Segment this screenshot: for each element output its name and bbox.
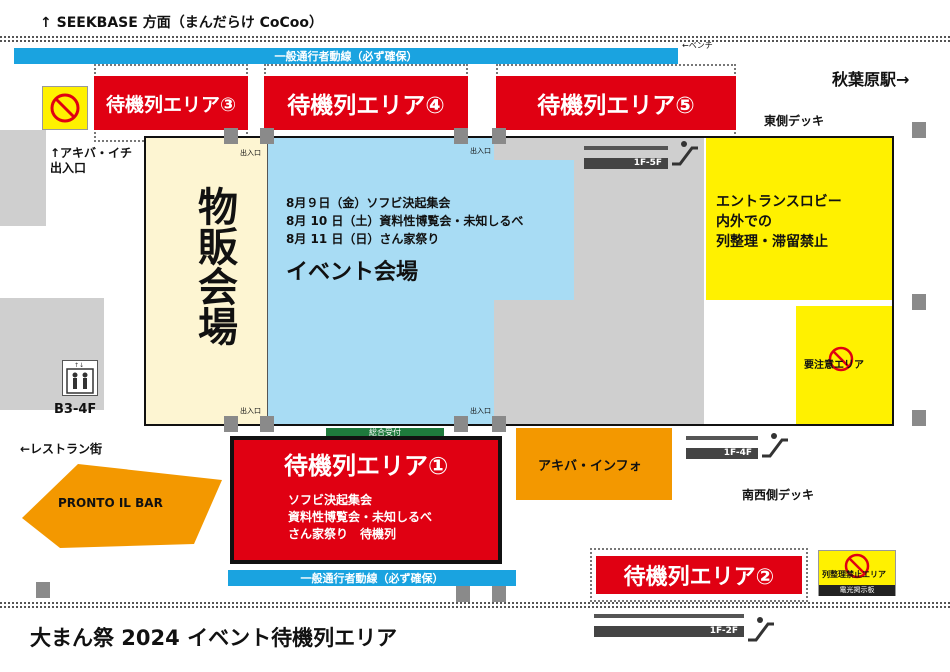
floor-label-1f-2f: 1F-2F xyxy=(594,626,744,637)
bottom-boundary-line xyxy=(0,602,950,604)
schedule-day-1: 8月９日（金）ソフビ決起集会 xyxy=(286,196,451,210)
wait-area-3: 待機列エリア③ xyxy=(94,76,248,130)
pillar xyxy=(454,416,468,432)
bench-label: ←ベンチ xyxy=(682,41,713,50)
escalator-icon-2 xyxy=(762,433,788,458)
wait-area-5: 待機列エリア⑤ xyxy=(496,76,736,130)
east-deck-label: 東側デッキ xyxy=(764,114,825,128)
general-reception: 総合受付 xyxy=(326,428,444,438)
elevator-floor: B3-4F xyxy=(54,402,97,417)
pillar xyxy=(224,416,238,432)
wait-area-1-line-1: ソフビ決起集会 xyxy=(288,493,373,507)
svg-text:↑↓: ↑↓ xyxy=(74,362,84,369)
pillar xyxy=(912,294,926,310)
wait-area-1-title: 待機列エリア① xyxy=(284,452,449,480)
pillar xyxy=(260,416,274,432)
pillar xyxy=(912,410,926,426)
pillar xyxy=(492,128,506,144)
pillar xyxy=(456,586,470,602)
escalator-rail-lower xyxy=(594,614,744,618)
elevator-sign: ↑↓ xyxy=(62,360,98,396)
wait-area-1-line-2: 資料性博覧会・未知しるべ xyxy=(288,510,433,524)
top-boundary-line-2 xyxy=(0,40,950,42)
floor-label-1f-5f: 1F-5F xyxy=(584,158,668,169)
wait-area-1-detail: ソフビ決起集会 資料性博覧会・未知しるべ さん家祭り 待機列 xyxy=(288,492,432,543)
entrance-lobby-text: エントランスロビー 内外での 列整理・滞留禁止 xyxy=(716,194,842,250)
escalator-rail-upper-2 xyxy=(686,436,758,440)
pronto-label: PRONTO IL BAR xyxy=(58,496,163,510)
entrance-top-mid: 出入口 xyxy=(470,147,491,155)
escalator-rail-upper xyxy=(584,146,668,150)
no-queue-sign-left xyxy=(42,86,88,130)
no-queue-area-sub: 電光掲示板 xyxy=(819,585,895,596)
wait-area-2: 待機列エリア② xyxy=(596,556,802,594)
event-hall-label: イベント会場 xyxy=(286,260,419,285)
bottom-pedestrian-lane: 一般通行者動線（必ず確保） xyxy=(228,570,516,586)
seekbase-direction: ↑ SEEKBASE 方面（まんだらけ CoCoo） xyxy=(40,15,323,31)
merch-hall-label: 物販会場 xyxy=(191,186,237,346)
bottom-boundary-line-2 xyxy=(0,606,950,608)
no-queue-prohibited-icon xyxy=(844,553,870,579)
akihabara-station-label: 秋葉原駅→ xyxy=(832,70,910,89)
no-queue-area-label: 列整理禁止エリア xyxy=(822,570,886,579)
floor-label-1f-4f: 1F-4F xyxy=(686,448,758,459)
left-building-top xyxy=(0,130,46,226)
pronto-shape xyxy=(22,464,222,548)
pillar xyxy=(912,122,926,138)
akiba-info-label: アキバ・インフォ xyxy=(538,459,642,474)
restaurant-street-label: ←レストラン街 xyxy=(20,442,103,456)
wait-area-2-dots xyxy=(590,548,808,602)
top-boundary-line xyxy=(0,36,950,38)
pillar xyxy=(224,128,238,144)
schedule-day-2: 8月 10 日（土）資料性博覧会・未知しるべ xyxy=(286,214,524,228)
pillar xyxy=(492,416,506,432)
escalator-icon xyxy=(672,141,698,166)
caution-area-label: 要注意エリア xyxy=(804,360,864,371)
event-hall-gray-bottom xyxy=(494,300,704,424)
southwest-deck-label: 南西側デッキ xyxy=(742,488,815,502)
event-schedule: 8月９日（金）ソフビ決起集会 8月 10 日（土）資料性博覧会・未知しるべ 8月… xyxy=(286,194,523,248)
elevator-icon: ↑↓ xyxy=(66,362,94,394)
entrance-lobby xyxy=(706,138,892,300)
prohibited-icon xyxy=(50,93,80,123)
wait-area-1 xyxy=(230,436,502,564)
pillar xyxy=(260,128,274,144)
akiba-ichi-entrance: ↑アキバ・イチ 出入口 xyxy=(50,146,133,175)
pillar xyxy=(454,128,468,144)
wait-area-4: 待機列エリア④ xyxy=(264,76,468,130)
pillar xyxy=(492,586,506,602)
event-hall-gray-top xyxy=(494,138,574,160)
escalator-icon-3 xyxy=(748,617,774,642)
schedule-day-3: 8月 11 日（日）さん家祭り xyxy=(286,232,440,246)
entrance-top-left: 出入口 xyxy=(240,149,261,157)
top-pedestrian-lane: 一般通行者動線（必ず確保） xyxy=(14,48,678,64)
pillar xyxy=(36,582,50,598)
general-reception-label: 総合受付 xyxy=(369,428,401,437)
merch-hall xyxy=(146,138,268,424)
caution-prohibited-icon xyxy=(828,346,854,372)
wait-area-1-line-3: さん家祭り 待機列 xyxy=(288,527,397,541)
entrance-bottom-left: 出入口 xyxy=(240,407,261,415)
entrance-bottom-mid: 出入口 xyxy=(470,407,491,415)
caution-area xyxy=(796,306,892,424)
map-title: 大まん祭 2024 イベント待機列エリア xyxy=(30,626,398,650)
no-queue-area-right: 列整理禁止エリア 電光掲示板 xyxy=(818,550,896,596)
akiba-info xyxy=(516,428,672,500)
